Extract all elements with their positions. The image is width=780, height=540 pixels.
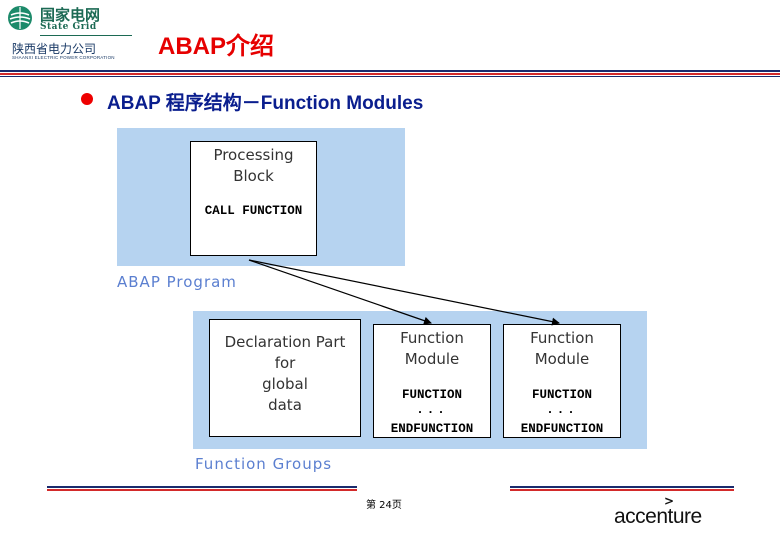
company-logo: 国家电网 State Grid 陕西省电力公司 SHAANXI ELECTRIC… — [0, 0, 137, 66]
abap-program-label: ABAP Program — [117, 273, 237, 291]
logo-company-en: SHAANXI ELECTRIC POWER CORPORATION — [12, 55, 115, 60]
bullet-dot-icon — [81, 93, 93, 105]
processing-block-label: Processing Block — [213, 146, 294, 185]
function-dots-2: ... — [546, 403, 578, 417]
bullet-heading: ABAP 程序结构－Function Modules — [107, 93, 424, 114]
page-number: 第 24页 — [366, 500, 402, 511]
header-rule-red — [0, 73, 780, 75]
function-module-box-2 — [503, 324, 621, 438]
function-module-label-1: Function Module — [400, 329, 464, 368]
footer-rule-red-right — [510, 489, 734, 491]
declaration-part-label: Declaration Part for global data — [224, 333, 346, 414]
footer-rule-dark-left — [47, 486, 357, 488]
logo-name-en: State Grid — [40, 22, 97, 32]
header-rule-dark — [0, 70, 780, 72]
function-keyword-1: FUNCTION — [401, 388, 462, 402]
call-arrow-to-module-1 — [248, 259, 432, 325]
footer-rule-red-left — [47, 489, 357, 491]
logo-company-cn: 陕西省电力公司 — [12, 42, 97, 56]
brand-logo: accenture — [614, 505, 702, 528]
call-arrows — [248, 259, 560, 326]
call-function-code: CALL FUNCTION — [204, 204, 303, 218]
function-keyword-2: FUNCTION — [531, 388, 592, 402]
slide-title: ABAP介绍 — [158, 33, 275, 60]
call-arrow-to-module-2 — [248, 259, 560, 326]
logo-divider — [40, 35, 132, 36]
function-module-label-2: Function Module — [530, 329, 594, 368]
footer-rule-dark-right — [510, 486, 734, 488]
state-grid-globe-icon — [8, 6, 32, 30]
endfunction-keyword-1: ENDFUNCTION — [390, 422, 474, 436]
function-module-box-1 — [373, 324, 491, 438]
logo-name-cn: 国家电网 — [40, 6, 101, 24]
brand-chevron-icon: > — [664, 494, 675, 508]
program-structure-diagram: Processing Block CALL FUNCTION ABAP Prog… — [113, 113, 657, 483]
declaration-part-box — [209, 319, 361, 437]
header-rule-dark-secondary — [0, 76, 780, 77]
function-groups-label: Function Groups — [195, 455, 333, 473]
function-dots-1: ... — [416, 403, 448, 417]
endfunction-keyword-2: ENDFUNCTION — [520, 422, 604, 436]
processing-block-box — [190, 141, 317, 256]
